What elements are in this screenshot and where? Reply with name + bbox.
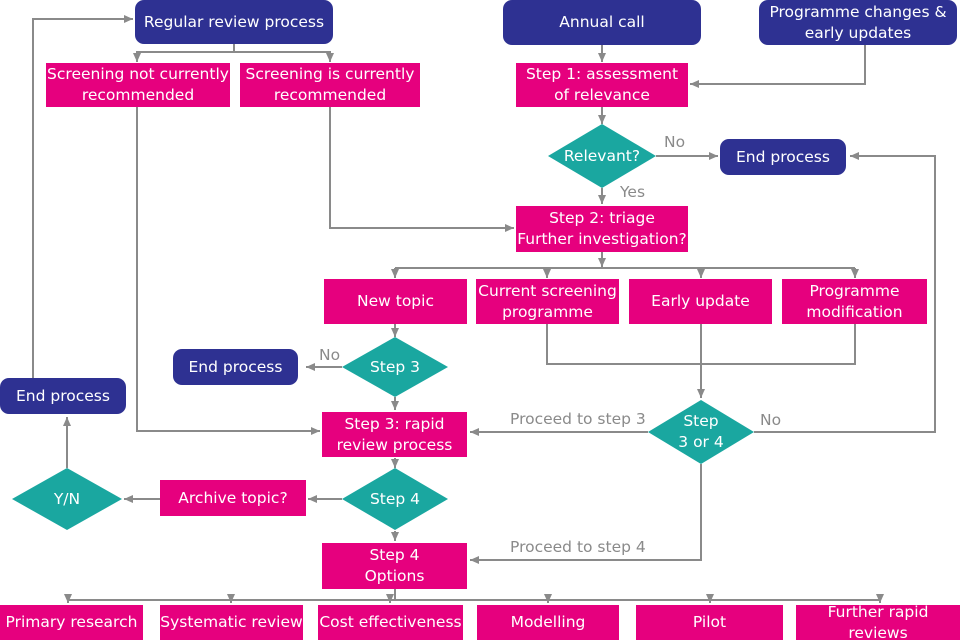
further-rapid-reviews-node: Further rapid reviews — [796, 603, 960, 642]
step3-or-4-label: Step 3 or 4 — [678, 412, 724, 451]
edge-label-no-step3or4: No — [760, 411, 782, 429]
annual-call-node: Annual call — [503, 0, 701, 45]
end-process-mid-node: End process — [173, 349, 298, 385]
new-topic-node: New topic — [324, 279, 467, 324]
edge-label-no-relevant: No — [664, 133, 686, 151]
step4-decision: Step 4 — [342, 468, 448, 530]
step4-decision-label: Step 4 — [369, 489, 421, 508]
step3-or-4-decision: Step 3 or 4 — [648, 400, 754, 464]
edge-label-proceed-step4: Proceed to step 4 — [510, 538, 646, 556]
edge-changes-step1 — [690, 44, 866, 88]
screening-not-recommended-node: Screening not currently recommended — [46, 63, 230, 107]
edge-screening-step2 — [329, 107, 514, 232]
edge-label-no-step3: No — [319, 346, 341, 364]
edge-label-proceed-step3: Proceed to step 3 — [510, 410, 646, 428]
edge-label-yes-relevant: Yes — [620, 183, 646, 201]
primary-research-node: Primary research — [0, 605, 143, 640]
programme-modification-node: Programme modification — [782, 279, 927, 324]
step4-options-node: Step 4 Options — [322, 543, 467, 589]
programme-changes-node: Programme changes & early updates — [759, 0, 957, 45]
edge-step3or4-no — [754, 152, 936, 433]
relevant-label: Relevant? — [563, 146, 641, 165]
regular-review-process-node: Regular review process — [135, 0, 333, 44]
edge-proceed4 — [470, 464, 702, 564]
archive-topic-node: Archive topic? — [160, 480, 306, 516]
pilot-node: Pilot — [636, 605, 783, 640]
yn-decision: Y/N — [12, 468, 122, 530]
screening-recommended-node: Screening is currently recommended — [240, 63, 420, 107]
systematic-review-node: Systematic review — [160, 605, 303, 640]
step3-decision: Step 3 — [342, 337, 448, 397]
edge-notrec-step3 — [136, 107, 320, 435]
step3-decision-label: Step 3 — [369, 357, 421, 376]
yn-label: Y/N — [53, 489, 81, 508]
edge-end-review — [32, 15, 133, 378]
end-process-top-node: End process — [720, 139, 846, 175]
modelling-node: Modelling — [477, 605, 619, 640]
step3-rapid-review-node: Step 3: rapid review process — [322, 412, 467, 457]
step2-node: Step 2: triage Further investigation? — [516, 206, 688, 252]
edge-review-branch — [133, 43, 235, 62]
end-process-left-node: End process — [0, 378, 126, 414]
edge-review-branch-right — [234, 51, 334, 62]
early-update-node: Early update — [629, 279, 772, 324]
relevant-decision: Relevant? — [548, 124, 656, 188]
current-screening-node: Current screening programme — [476, 279, 619, 324]
step1-node: Step 1: assessment of relevance — [516, 63, 688, 107]
cost-effectiveness-node: Cost effectiveness — [318, 605, 463, 640]
